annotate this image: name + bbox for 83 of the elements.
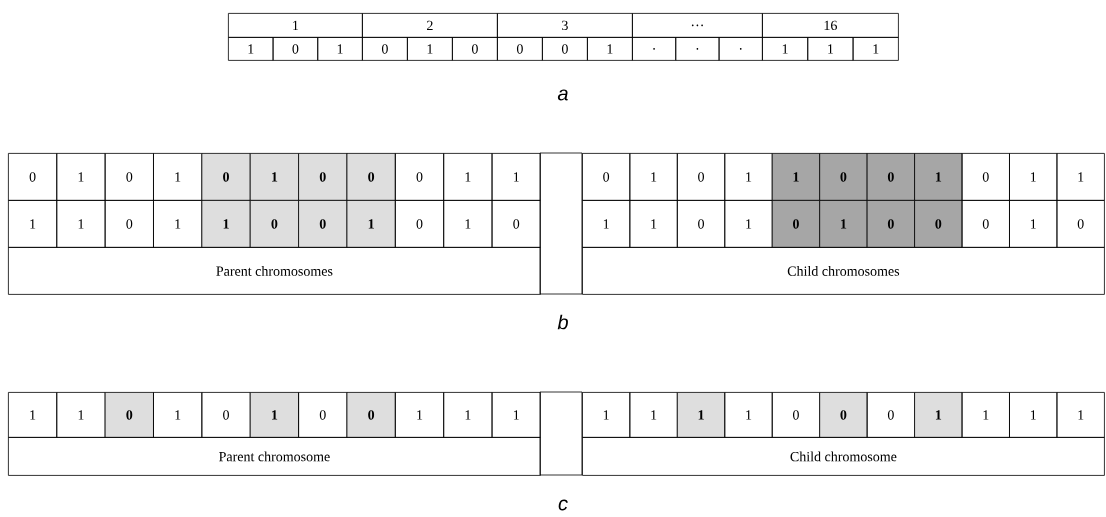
table-cell: 0 (497, 37, 543, 61)
table-cell: 0 (676, 200, 726, 248)
table-cell: 1 (201, 200, 251, 248)
table-cell: 0 (201, 153, 251, 201)
table-cell: 1 (443, 153, 493, 201)
table-cell: Child chromosomes (582, 247, 1105, 295)
table-cell: 1 (587, 37, 633, 61)
table-cell: 1 (819, 200, 868, 248)
table-cell: 0 (866, 153, 915, 201)
table-cell: 0 (961, 200, 1010, 248)
table-cell: 0 (104, 200, 154, 248)
table-cell: 1 (771, 153, 821, 201)
table-cell: 0 (346, 392, 396, 438)
table-cell: . (718, 37, 763, 61)
table-cell: 1 (443, 200, 493, 248)
table-cell: 1 (582, 392, 631, 438)
table-cell: 1 (228, 37, 274, 61)
table-cell: 1 (407, 37, 453, 61)
table-cell: 0 (961, 153, 1010, 201)
table-cell: 0 (272, 37, 319, 61)
table-cell: 1 (491, 153, 541, 201)
table-cell: 1 (914, 153, 963, 201)
table-cell: 0 (8, 153, 58, 201)
panel-label: a (557, 89, 568, 101)
table-cell: 1 (807, 37, 854, 61)
table-cell: 1 (346, 200, 396, 248)
table-cell: 1 (961, 392, 1010, 438)
table-cell: 1 (443, 392, 493, 438)
table-cell: 0 (676, 153, 726, 201)
table-cell: 0 (346, 153, 396, 201)
table-cell: 0 (298, 200, 348, 248)
table-cell: 1 (1056, 392, 1105, 438)
table-cell: 0 (542, 37, 588, 61)
table-cell: 0 (819, 153, 868, 201)
table-cell: 1 (629, 153, 678, 201)
table-cell: 0 (104, 153, 154, 201)
table-cell: 1 (153, 392, 203, 438)
table-cell: 3 (497, 13, 633, 38)
table-cell: 1 (1009, 392, 1058, 438)
table-cell: 0 (866, 200, 915, 248)
panel-label: c (558, 499, 568, 511)
table-cell: Parent chromosomes (8, 247, 541, 295)
table-cell: 0 (394, 153, 445, 201)
table-cell: 1 (1009, 200, 1058, 248)
table-cell: Child chromosome (582, 437, 1105, 476)
table-cell: 1 (1009, 153, 1058, 201)
table-cell: 1 (629, 200, 678, 248)
table-cell: 0 (298, 153, 348, 201)
table-cell: 0 (819, 392, 868, 438)
table-cell: 2 (362, 13, 498, 38)
table-cell: 1 (491, 392, 541, 438)
table-cell: 1 (914, 392, 963, 438)
table-cell: 0 (582, 153, 631, 201)
table-cell: 0 (452, 37, 498, 61)
table-cell: 0 (394, 200, 445, 248)
table-cell: … (632, 13, 763, 38)
table-cell: 1 (8, 200, 58, 248)
table-cell: 1 (852, 37, 899, 61)
table-cell: 1 (582, 200, 631, 248)
table-cell: 1 (317, 37, 363, 61)
table-cell: 1 (8, 392, 58, 438)
table-cell: 0 (491, 200, 541, 248)
table-cell: 16 (762, 13, 899, 38)
table-cell: 0 (771, 200, 821, 248)
table-cell: 0 (914, 200, 963, 248)
table-cell: 1 (724, 392, 773, 438)
table-cell: 1 (1056, 153, 1105, 201)
table-cell: Parent chromosome (8, 437, 541, 476)
panel-label: b (557, 314, 568, 330)
table-cell: 0 (104, 392, 154, 438)
table-cell: 1 (676, 392, 726, 438)
table-cell: 1 (228, 13, 363, 38)
table-cell: 1 (394, 392, 445, 438)
table-cell: 1 (56, 153, 106, 201)
table-cell: 1 (249, 153, 299, 201)
table-cell: . (675, 37, 720, 61)
table-cell: 0 (249, 200, 299, 248)
table-cell: 0 (362, 37, 408, 61)
table-cell: . (632, 37, 677, 61)
table-cell: 1 (249, 392, 299, 438)
table-cell: 1 (762, 37, 809, 61)
table-cell: 0 (1056, 200, 1105, 248)
table-cell: 1 (56, 200, 106, 248)
